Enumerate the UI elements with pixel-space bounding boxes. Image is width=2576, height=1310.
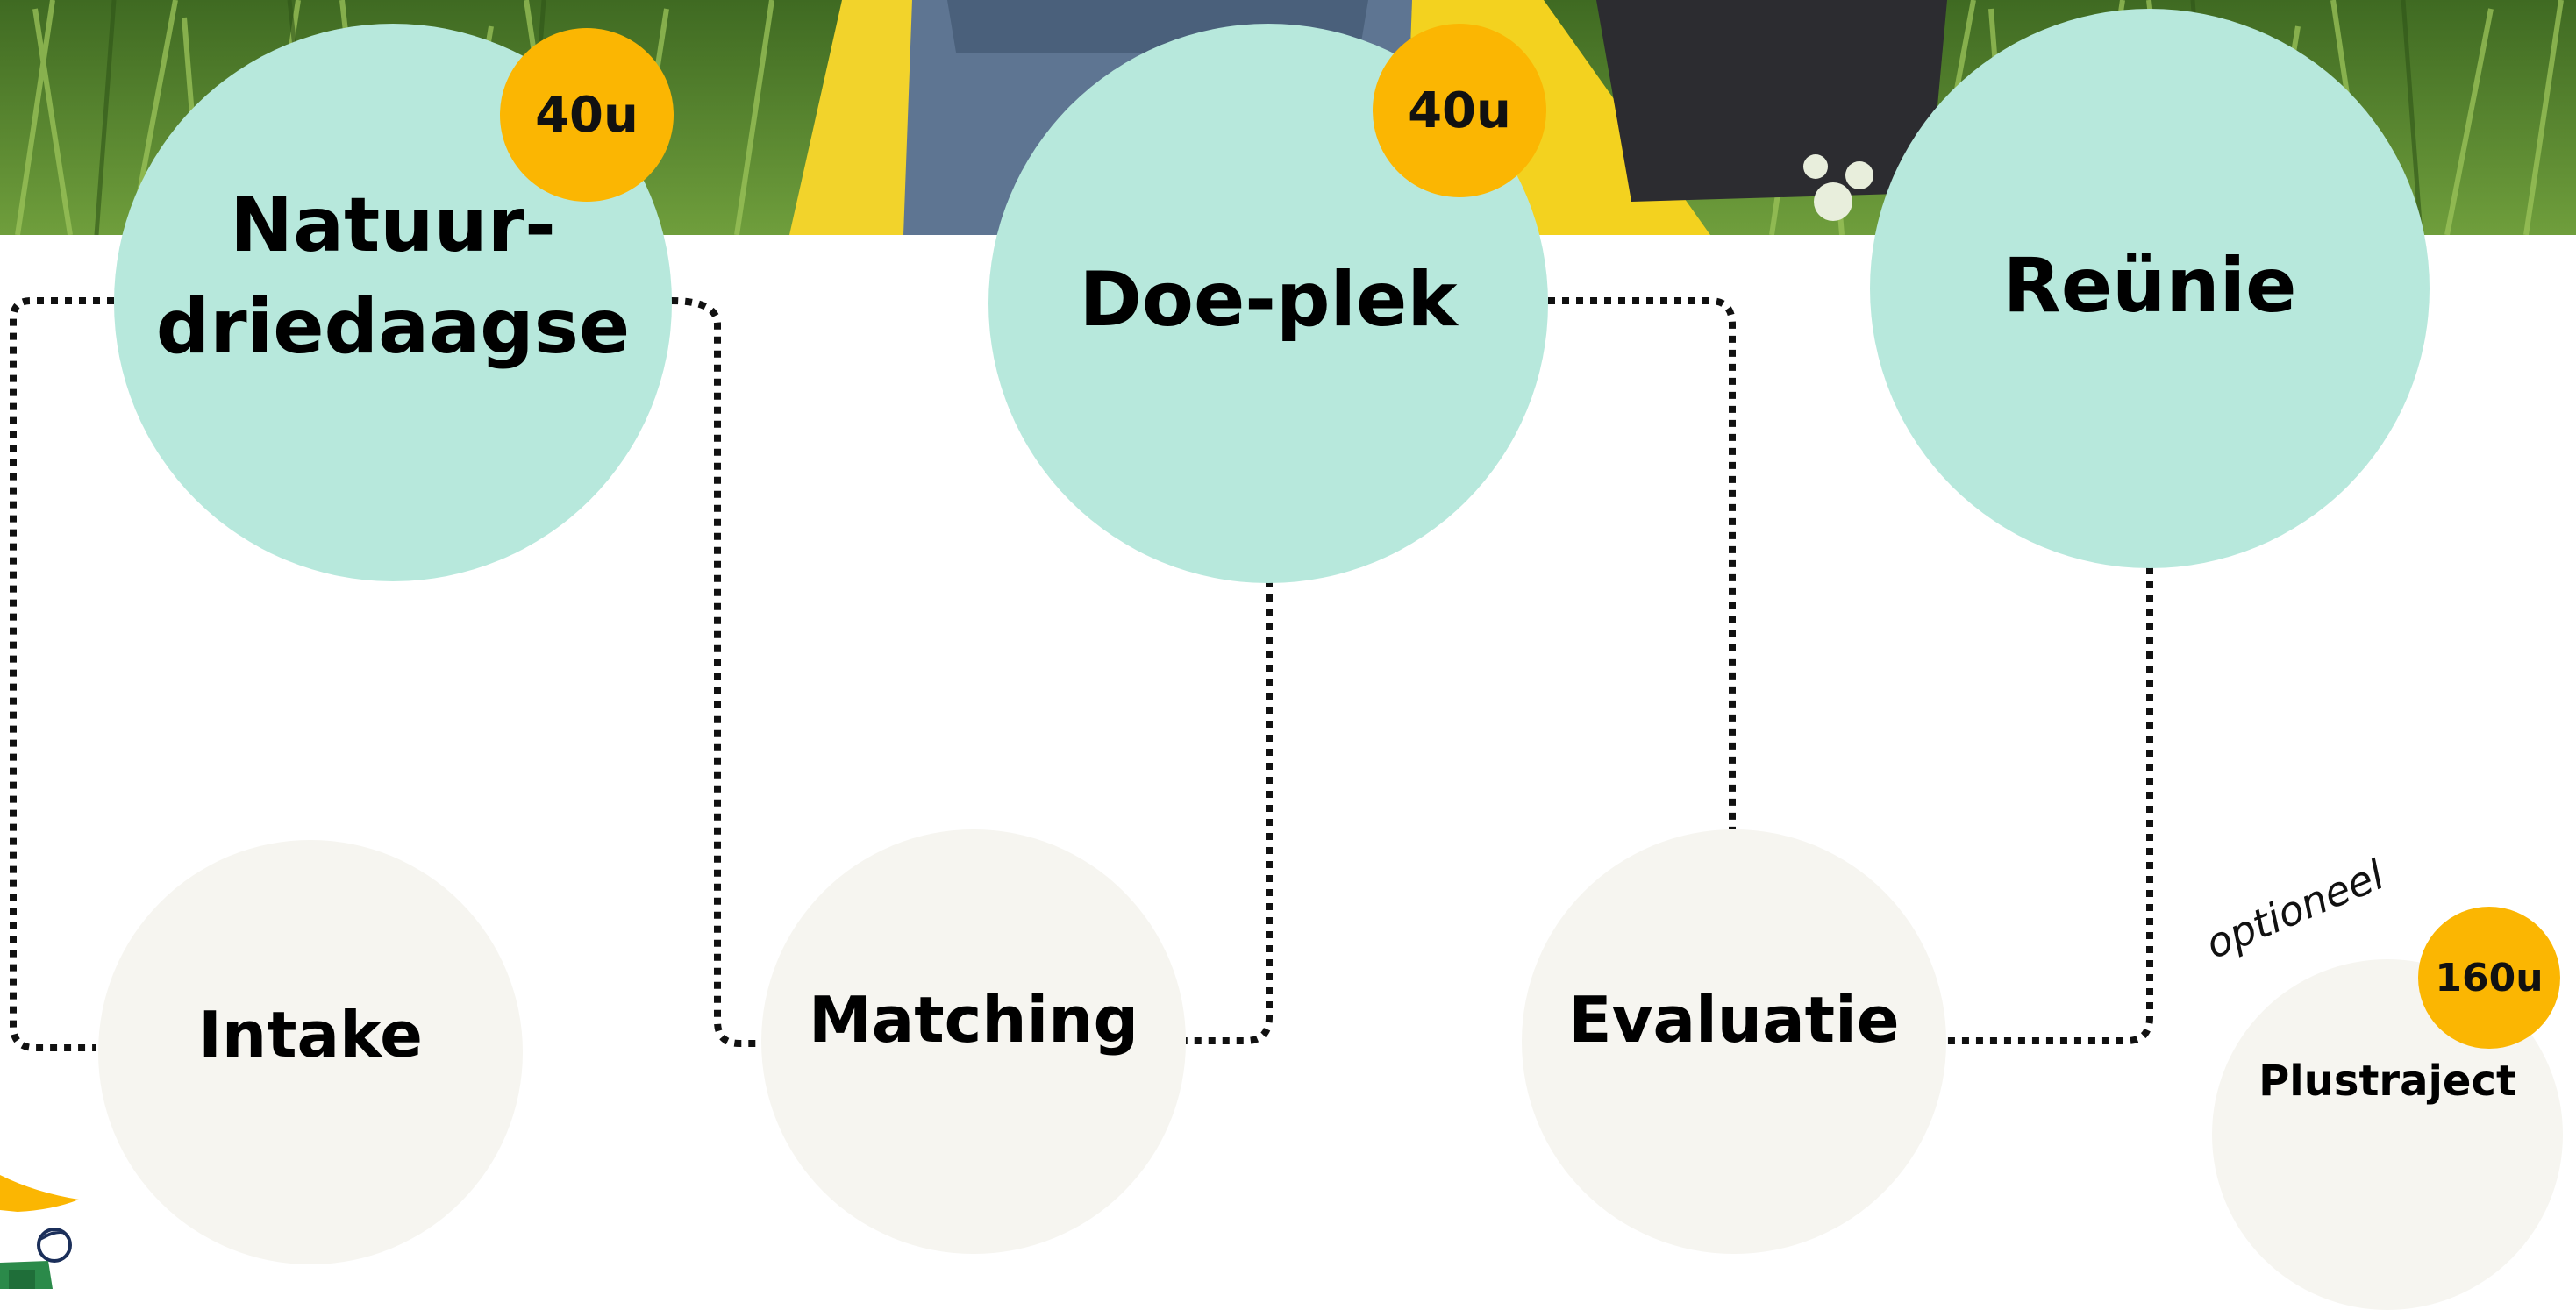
step-intake-label: Intake bbox=[198, 998, 423, 1071]
step-evaluatie[interactable]: Evaluatie bbox=[1522, 829, 1946, 1254]
step-plustraject-label: Plustraject bbox=[2258, 1057, 2516, 1106]
step-evaluatie-label: Evaluatie bbox=[1568, 983, 1900, 1057]
step-reunie[interactable]: Reünie bbox=[1870, 9, 2430, 568]
step-matching-label: Matching bbox=[808, 983, 1139, 1057]
connector-reunie-evaluatie bbox=[1947, 567, 2153, 1044]
step-natuurdriedaagse-label-line2: driedaagse bbox=[155, 283, 631, 371]
connector-natuur-intake bbox=[10, 297, 114, 1051]
mascot-illustration-icon bbox=[0, 1175, 79, 1289]
hours-badge-natuurdriedaagse: 40u bbox=[500, 28, 674, 202]
connector-doeplek-evaluatie bbox=[1548, 297, 1736, 829]
hours-badge-doeplek: 40u bbox=[1373, 24, 1546, 197]
step-matching[interactable]: Matching bbox=[761, 829, 1186, 1254]
hours-badge-plustraject: 160u bbox=[2418, 907, 2560, 1049]
step-reunie-label: Reünie bbox=[2002, 242, 2297, 331]
step-natuurdriedaagse-label: Natuur- driedaagse bbox=[156, 174, 630, 378]
step-doeplek-label: Doe-plek bbox=[1079, 256, 1458, 345]
step-natuurdriedaagse-label-line1: Natuur- bbox=[230, 181, 556, 269]
connector-natuur-matching bbox=[670, 297, 760, 1047]
connector-doeplek-matching bbox=[1186, 580, 1273, 1044]
step-intake[interactable]: Intake bbox=[98, 840, 523, 1264]
